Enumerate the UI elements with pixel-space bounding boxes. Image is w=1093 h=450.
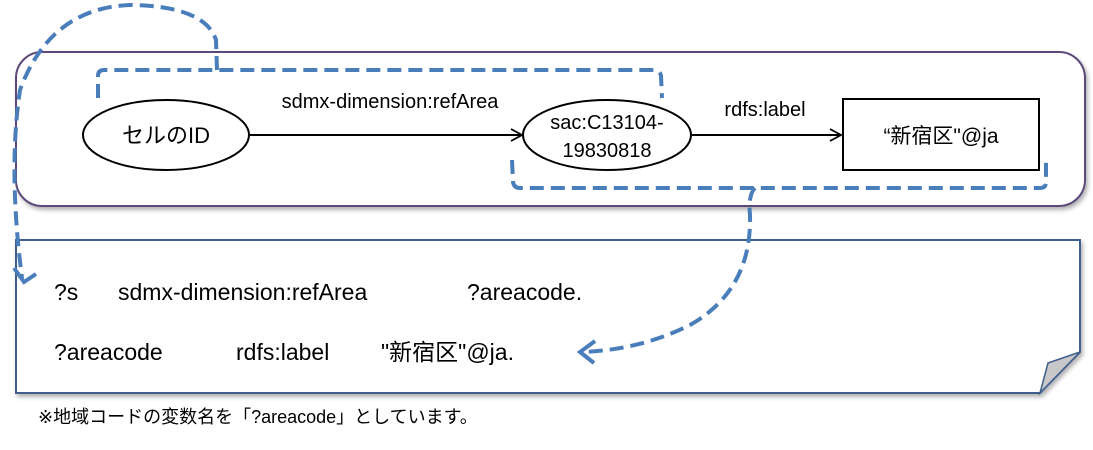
query-line1-object: ?areacode. <box>467 279 582 305</box>
object-node-label-2: 19830818 <box>563 140 652 162</box>
highlight-triple-1 <box>96 68 664 99</box>
connector-arrowhead-2 <box>576 339 597 365</box>
query-line2-subject: ?areacode <box>54 339 163 365</box>
predicate-label-1: sdmx-dimension:refArea <box>282 91 500 113</box>
subject-node <box>82 99 250 171</box>
highlight-triple-2 <box>510 159 1048 190</box>
footnote: ※地域コードの変数名を「?areacode」としています。 <box>38 407 478 427</box>
subject-node-label: セルのID <box>122 123 210 148</box>
connector-arrow-1 <box>12 2 219 279</box>
query-line1-subject: ?s <box>54 279 78 305</box>
object-node-label-1: sac:C13104- <box>550 112 663 134</box>
connector-arrowhead-1 <box>12 266 38 285</box>
query-line2-object: "新宿区"@ja. <box>381 339 514 365</box>
connector-arrow-2 <box>581 186 757 354</box>
literal-node <box>842 98 1040 171</box>
note-fold-corner <box>1038 351 1081 396</box>
query-line1-predicate: sdmx-dimension:refArea <box>118 279 367 305</box>
predicate-label-2: rdfs:label <box>724 99 805 121</box>
literal-node-label: “新宿区"@ja <box>883 125 998 148</box>
query-line2-predicate: rdfs:label <box>236 339 329 365</box>
query-note <box>15 239 1081 394</box>
